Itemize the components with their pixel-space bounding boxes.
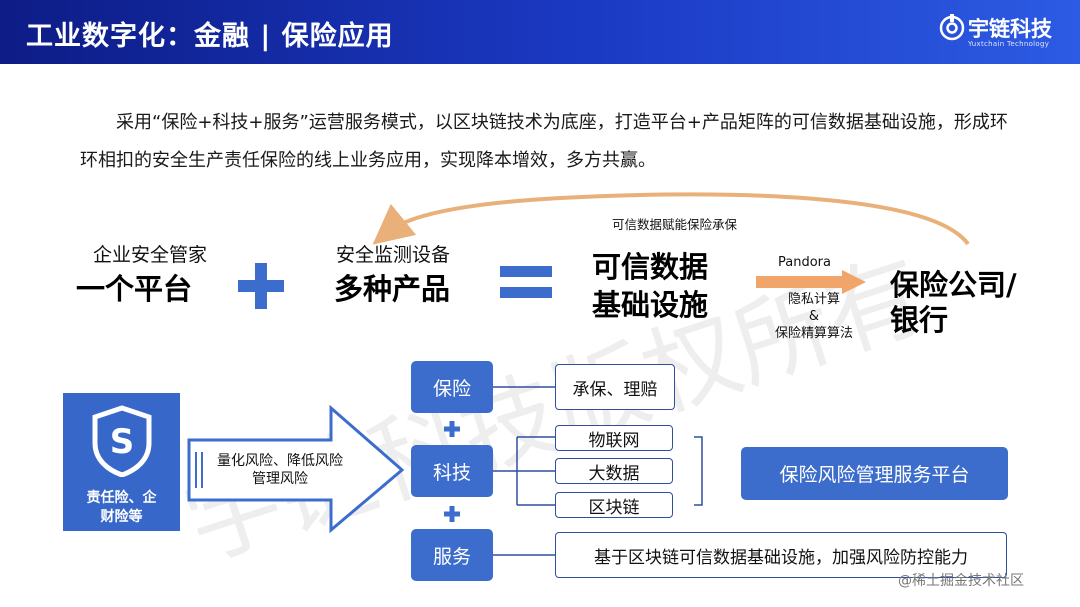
iot-box: 物联网 — [555, 425, 673, 451]
service-box: 服务 — [411, 529, 493, 581]
insurance-box: 保险 — [411, 361, 493, 413]
equals-icon — [500, 266, 552, 298]
big-right-arrow-icon — [187, 404, 405, 534]
company-logo: 宇链科技 Yuxtchain Technology — [938, 10, 1058, 54]
small-plus-icon — [444, 421, 460, 437]
arc-label: 可信数据赋能保险承保 — [612, 217, 738, 232]
plus-icon — [238, 263, 284, 309]
chain-logo-icon — [939, 14, 965, 41]
blockchain-box: 区块链 — [555, 492, 673, 518]
infrastructure-label: 基础设施 — [591, 288, 708, 322]
page-title: 工业数字化：金融 | 保险应用 — [26, 21, 394, 52]
small-plus-icon — [444, 506, 460, 522]
header-bar: 工业数字化：金融 | 保险应用 宇链科技 Yuxtchain Technolog… — [0, 0, 1080, 64]
privacy-line1: 隐私计算 — [787, 292, 840, 307]
underwriting-claims-box: 承保、理赔 — [555, 364, 675, 410]
logo-subtitle: Yuxtchain Technology — [968, 40, 1050, 48]
risk-description: 量化风险、降低风险 管理风险 — [210, 452, 350, 488]
privacy-computing-label: 隐私计算 & 保险精算算法 — [754, 291, 874, 342]
privacy-line3: 保险精算算法 — [774, 326, 853, 341]
shield-s-icon: S — [92, 405, 152, 477]
footer-watermark: @稀土掘金技术社区 — [898, 573, 1024, 589]
insurance-type-line1: 责任险、企 — [86, 490, 157, 506]
privacy-line2: & — [808, 309, 820, 324]
insurer-label: 保险公司/ — [890, 268, 1017, 302]
multi-product-label: 多种产品 — [333, 272, 450, 306]
enterprise-label: 企业安全管家 — [92, 244, 207, 266]
trusted-data-label: 可信数据 — [591, 250, 708, 284]
insurance-type-line2: 财险等 — [100, 509, 143, 525]
technology-box: 科技 — [411, 445, 493, 497]
risk-platform-box: 保险风险管理服务平台 — [741, 447, 1008, 500]
service-detail-box: 基于区块链可信数据基础设施，加强风险防控能力 — [555, 532, 1007, 578]
bank-label: 银行 — [890, 303, 949, 337]
pandora-label: Pandora — [778, 255, 831, 270]
one-platform-label: 一个平台 — [75, 272, 192, 306]
big-data-box: 大数据 — [555, 458, 673, 484]
shield-letter: S — [110, 422, 135, 462]
logo-name: 宇链科技 — [968, 17, 1052, 41]
risk-line1: 量化风险、降低风险 — [217, 453, 343, 469]
risk-line2: 管理风险 — [252, 471, 308, 487]
intro-paragraph: 采用“保险+科技+服务”运营服务模式，以区块链技术为底座，打造平台+产品矩阵的可… — [80, 112, 1008, 171]
orange-right-arrow-icon — [756, 270, 866, 294]
insurance-type-label: 责任险、企 财险等 — [63, 489, 180, 527]
monitoring-device-label: 安全监测设备 — [335, 244, 450, 266]
insurance-type-card: S 责任险、企 财险等 — [63, 393, 180, 531]
